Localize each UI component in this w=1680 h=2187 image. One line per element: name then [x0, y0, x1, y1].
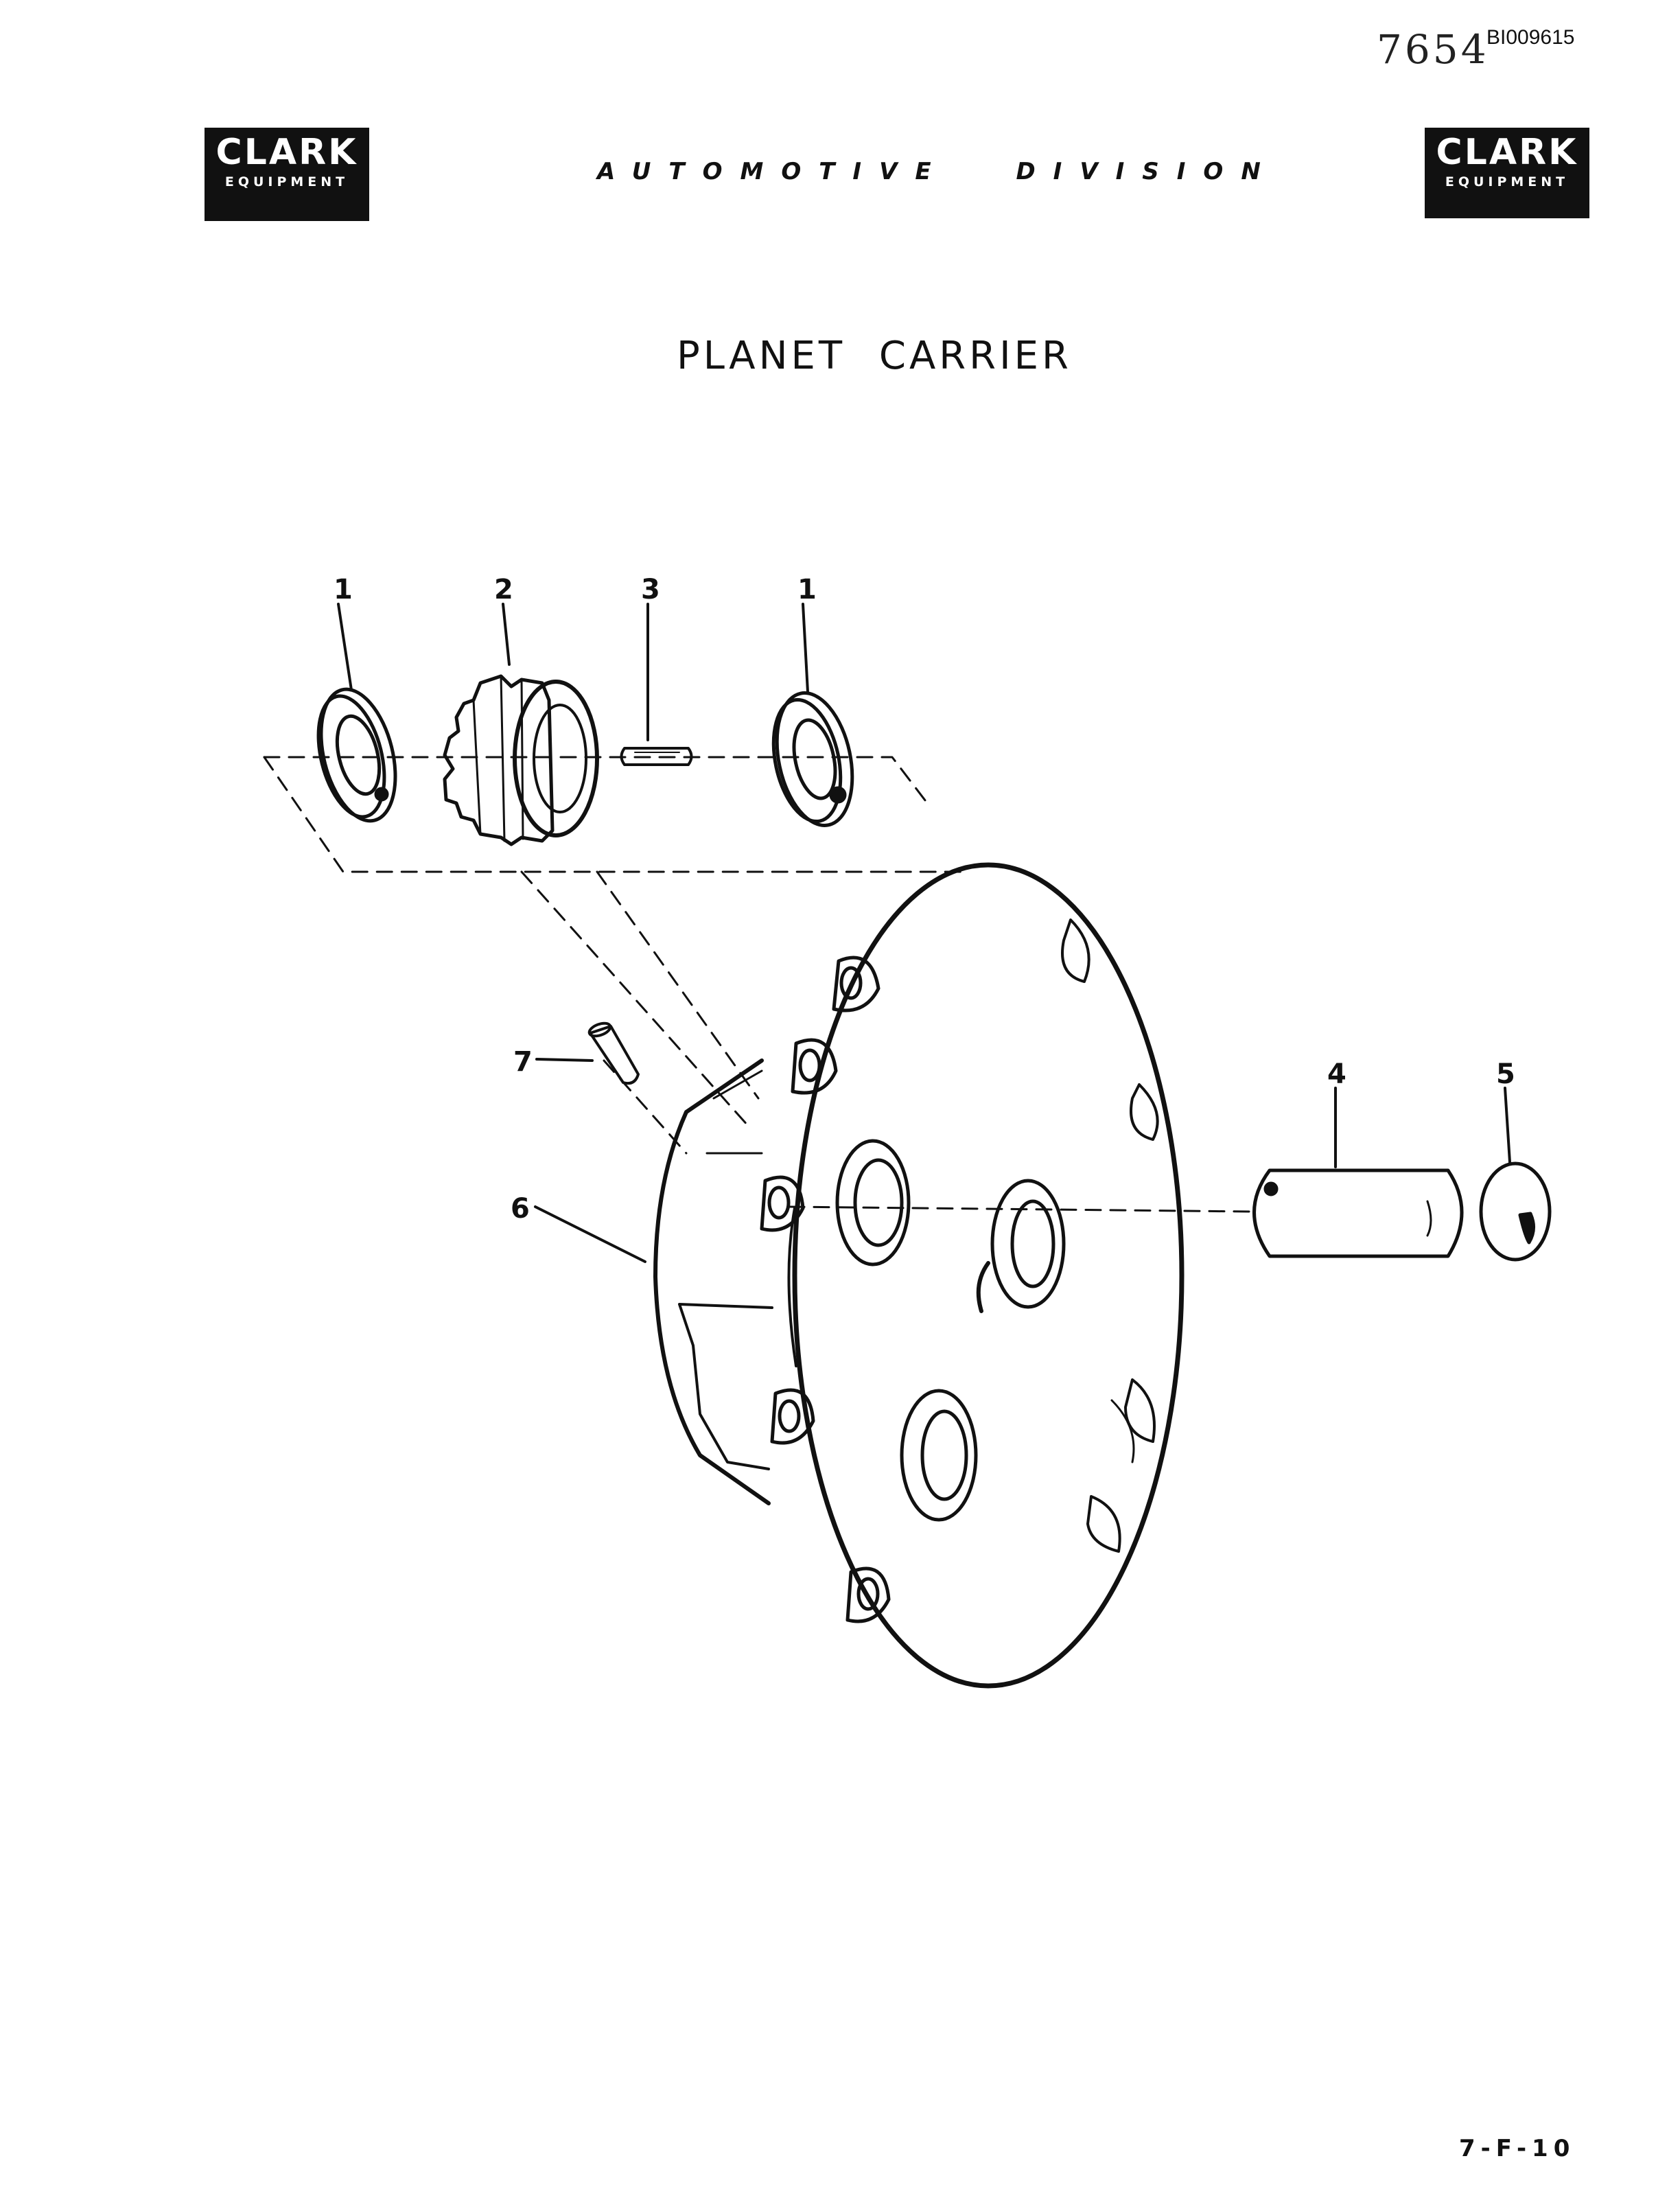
callout-5: 5 — [1496, 1058, 1515, 1090]
thrust-washer-left — [316, 687, 397, 823]
page-reference: 7-F-10 — [1459, 2135, 1576, 2162]
logo-left-line2: EQUIPMENT — [224, 174, 349, 189]
logo-right-line2: EQUIPMENT — [1445, 174, 1570, 189]
expansion-plug — [1479, 1161, 1552, 1262]
logo-right-line1: CLARK — [1436, 132, 1578, 173]
callout-4: 4 — [1327, 1058, 1346, 1090]
division-heading: AUTOMOTIVE DIVISION — [597, 158, 1279, 185]
planet-carrier-body — [653, 862, 1185, 1689]
callout-3: 3 — [641, 574, 660, 605]
callout-2: 2 — [494, 574, 513, 605]
callout-6: 6 — [511, 1193, 530, 1225]
clark-logo-right: CLARK EQUIPMENT — [1425, 128, 1589, 218]
assembly-guide-lines — [263, 756, 1250, 1213]
roll-pin — [587, 1021, 640, 1085]
page-title: PLANET CARRIER — [677, 334, 1072, 378]
callout-7: 7 — [513, 1046, 533, 1078]
clark-logo-left: CLARK EQUIPMENT — [205, 128, 369, 221]
document-id: BI009615 — [1486, 26, 1575, 49]
thrust-washer-right — [771, 691, 854, 827]
logo-left-line1: CLARK — [215, 132, 358, 173]
callout-1-right: 1 — [797, 574, 817, 605]
callout-1-left: 1 — [334, 574, 353, 605]
leader-lines — [337, 603, 1511, 1263]
planet-gear — [443, 674, 599, 846]
needle-roller — [620, 747, 693, 766]
document-number: 7654 — [1377, 26, 1489, 73]
planet-pin — [1252, 1168, 1464, 1258]
